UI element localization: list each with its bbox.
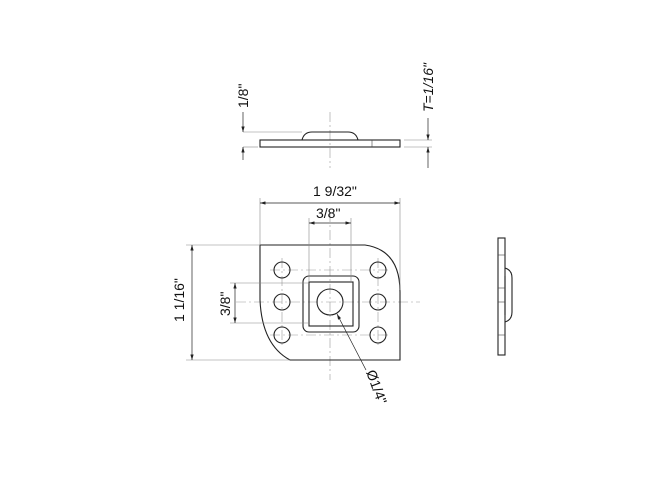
height-dimension-label: 1 1/16" (171, 278, 187, 322)
thickness-label: T=1/16" (420, 62, 436, 112)
front-view: 1 9/32" 3/8" 1 1/16" 3/8" Ø1/4" (171, 183, 420, 406)
height-dimension-label: 1/8" (235, 84, 251, 108)
mounting-holes (273, 261, 387, 344)
center-hole (316, 288, 344, 316)
top-view: 1/8" T=1/16" (235, 62, 436, 168)
boss-height-label: 3/8" (217, 292, 233, 316)
hole-diameter-label: Ø1/4" (363, 368, 390, 407)
width-dimension-label: 1 9/32" (313, 183, 357, 199)
plate-outline (259, 244, 401, 361)
boss-width-label: 3/8" (316, 205, 340, 221)
side-view (497, 237, 513, 356)
